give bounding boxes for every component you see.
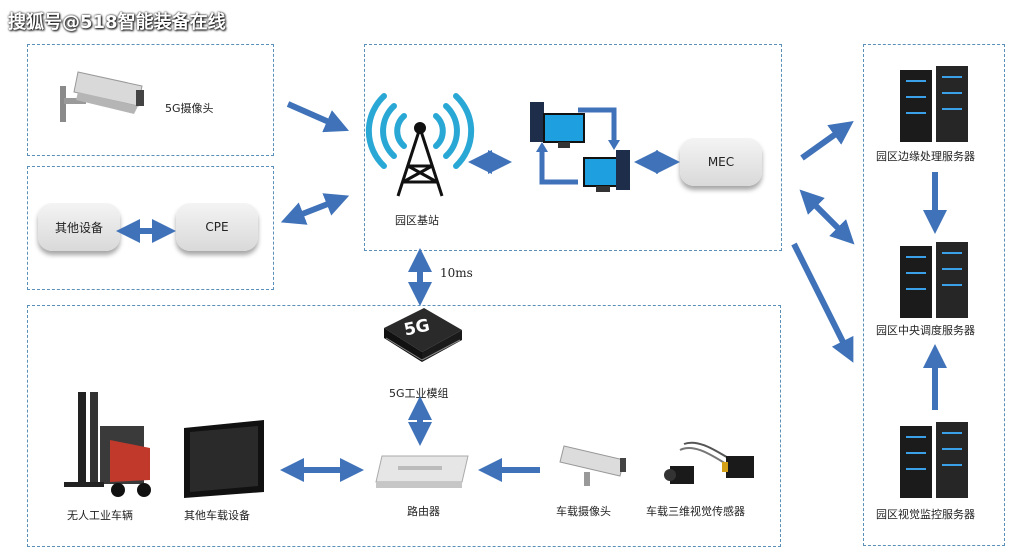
- monitor-icon: [184, 420, 264, 498]
- forklift-icon: [64, 392, 151, 497]
- arrow-mec-central: [799, 189, 855, 245]
- camera-icon: [60, 71, 144, 122]
- vision-sensor-icon: [664, 441, 754, 484]
- edge-server-label: 园区边缘处理服务器: [876, 150, 975, 163]
- agv-label: 无人工业车辆: [67, 509, 133, 522]
- vehicle-camera-icon: [559, 445, 626, 486]
- camera-5g-label: 5G摄像头: [165, 102, 214, 115]
- router-icon: [375, 455, 469, 488]
- arrow-cpe-station: [280, 193, 350, 225]
- monitor-server-label: 园区视觉监控服务器: [876, 508, 975, 521]
- base-station-label: 园区基站: [395, 214, 439, 227]
- router-label: 路由器: [407, 505, 440, 518]
- arrow-mec-to-monitor: [791, 242, 854, 363]
- module-5g-icon: [384, 308, 462, 362]
- mec-label: MEC: [707, 155, 735, 169]
- central-server-icon: [900, 242, 968, 318]
- other-device-label: 其他设备: [54, 220, 103, 235]
- computers-icon: [530, 102, 630, 192]
- central-server-label: 园区中央调度服务器: [876, 324, 975, 337]
- monitor-server-icon: [900, 422, 968, 498]
- tower-icon: [365, 93, 475, 197]
- arrow-camera-to-station: [286, 101, 349, 133]
- arrow-mec-to-edge: [800, 121, 854, 161]
- vehicle-camera-label: 车载摄像头: [556, 505, 611, 518]
- other-device-node: 其他设备: [38, 203, 120, 251]
- cpe-node: CPE: [176, 203, 258, 251]
- base-station-group-box: [364, 44, 782, 251]
- latency-label: 10ms: [440, 266, 473, 280]
- vision-sensor-label: 车载三维视觉传感器: [646, 505, 745, 518]
- watermark-text: 搜狐号@518智能装备在线: [8, 12, 226, 33]
- cpe-group-box: [27, 166, 274, 290]
- mec-node: MEC: [680, 138, 762, 186]
- camera-group-box: [27, 44, 274, 156]
- module-5g-label: 5G工业模组: [389, 387, 449, 400]
- cpe-label: CPE: [205, 220, 229, 234]
- other-vehicle-device-label: 其他车载设备: [184, 509, 250, 522]
- edge-server-icon: [900, 66, 968, 142]
